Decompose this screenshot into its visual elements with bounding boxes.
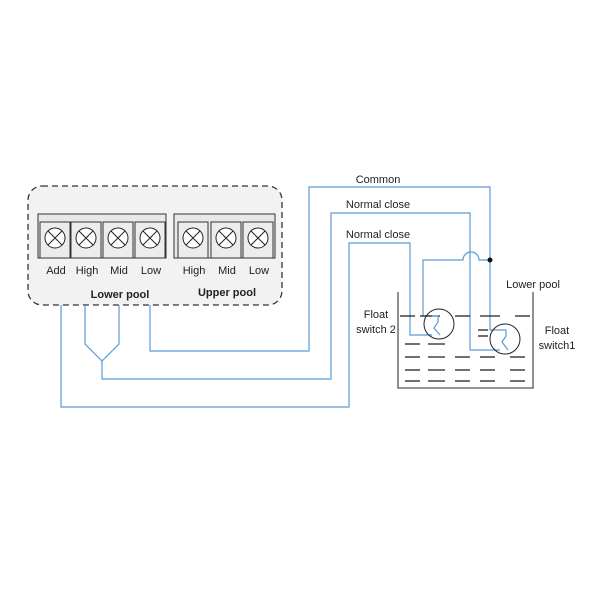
normal-close-label-1: Normal close <box>346 199 410 211</box>
terminal-screw-icon <box>134 221 166 259</box>
normal-close-label-2: Normal close <box>346 229 410 241</box>
terminal-label: Add <box>46 265 66 277</box>
float-switch-1-label: Float <box>545 325 569 337</box>
terminal-label: High <box>76 265 99 277</box>
wire-common-float-2 <box>422 251 490 317</box>
float-switch-2-label: switch 2 <box>356 324 396 336</box>
terminal-screw-icon <box>102 221 134 259</box>
wire-add-normal-close-2 <box>60 242 432 408</box>
terminal-label: Mid <box>110 265 128 277</box>
wire-low-common <box>149 186 500 352</box>
terminal-screw-icon <box>70 221 102 259</box>
common-label: Common <box>356 174 401 186</box>
terminal-label: Low <box>141 265 161 277</box>
float-switch-1 <box>489 323 521 355</box>
float-switch-2-label: Float <box>364 309 388 321</box>
lower-pool-label: Lower pool <box>91 289 150 301</box>
terminal-label: Low <box>249 265 269 277</box>
tank-label: Lower pool <box>506 279 560 291</box>
float-switch-1-label: switch1 <box>539 340 576 352</box>
tank <box>397 292 534 389</box>
upper-pool-label: Upper pool <box>198 287 256 299</box>
terminal-screw-icon <box>242 221 274 259</box>
terminal-screw-icon <box>39 221 71 259</box>
terminal-label: High <box>183 265 206 277</box>
terminal-screw-icon <box>177 221 209 259</box>
junction-dot <box>487 257 493 263</box>
wire-high-mid-normal-close-1 <box>84 212 500 380</box>
terminal-label: Mid <box>218 265 236 277</box>
float-switch-2 <box>423 308 455 340</box>
terminal-screw-icon <box>210 221 242 259</box>
